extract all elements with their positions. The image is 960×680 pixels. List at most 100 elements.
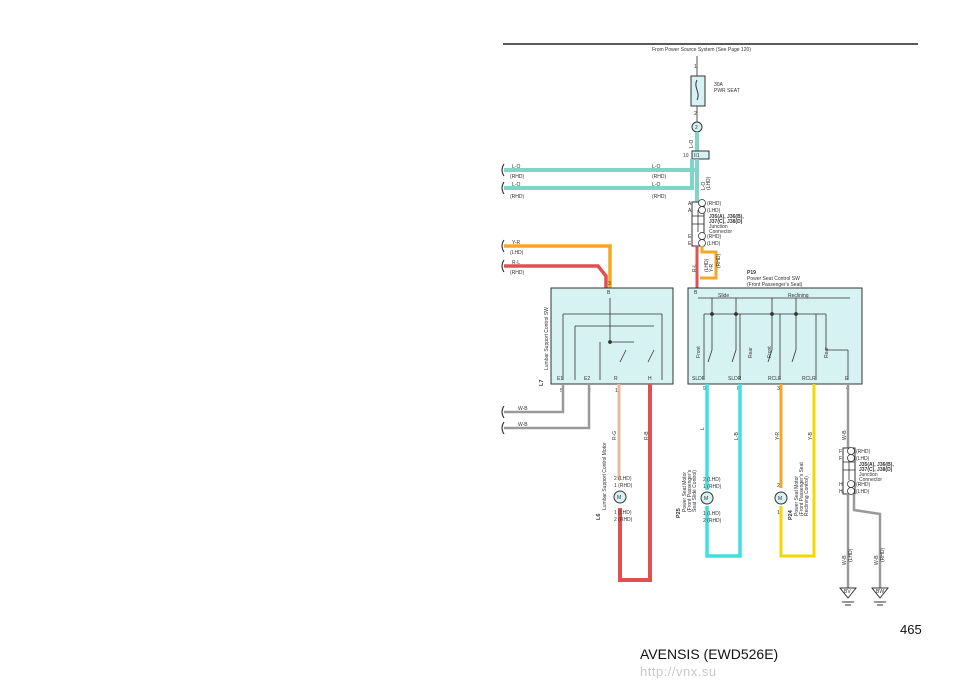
jb-name-2: J37(C), J38(D)	[859, 467, 893, 473]
p25-name-3: Seat Slide Control)	[692, 470, 698, 512]
p19-reclining-label: Reclining	[788, 293, 809, 299]
jb-pin-h2: H	[839, 489, 843, 495]
l6-pin-2: 1 (RHD)	[614, 483, 633, 489]
p19-switch-contacts	[703, 298, 849, 380]
l6-pin-4: 2 (RHD)	[614, 517, 633, 523]
jb-tag-1: (RHD)	[856, 449, 870, 455]
p19-pin-b: B	[694, 290, 698, 296]
ground-bv-icon	[838, 587, 858, 606]
jb-pin-f2: F	[839, 456, 842, 462]
ground-bw-label: BW	[876, 589, 884, 595]
p19-front-2: Front	[767, 346, 773, 358]
wire-wb-tag-rhd: (RHD)	[880, 548, 886, 562]
wire-lb	[705, 384, 742, 558]
watermark: http://vnx.su	[640, 664, 717, 679]
l6-pin-3: 1 (LHD)	[614, 510, 632, 516]
l6-motor-icon	[613, 490, 627, 504]
jt-tag-2: (LHD)	[707, 208, 721, 214]
wire-rl-label-2: R-L	[512, 260, 520, 266]
jt-desc-2: Connector	[709, 229, 732, 235]
l6-motor-m: M	[617, 495, 621, 501]
wire-l-label: L	[700, 427, 706, 430]
wire-rb	[618, 384, 652, 582]
l7-pin-h: H	[648, 376, 652, 382]
wire-lo-rhd-2	[504, 159, 694, 190]
jt-tag-1: (RHD)	[707, 201, 721, 207]
wire-yr-tag: (RHD)	[716, 254, 722, 268]
wire-lb-label: L-B	[734, 432, 740, 440]
wire-wb-label-1: W-B	[518, 406, 528, 412]
connector-ii1-label: II1	[694, 153, 700, 159]
p25-name-1: Power Seat Motor	[682, 472, 688, 512]
l7-lumbar-support-control-sw	[550, 287, 674, 385]
p19-name-1: Power Seat Control SW	[747, 276, 800, 282]
wire-rb-label: R-B	[644, 431, 650, 440]
fuse-30a-pwr-seat	[690, 75, 706, 107]
wire-rl-tag: (LHD)	[704, 258, 710, 272]
p19-rear-1: Rear	[748, 347, 754, 358]
wire-rl-tag-2: (RHD)	[510, 270, 524, 276]
connector-ii1	[691, 150, 710, 160]
p19-front-1: Front	[696, 346, 702, 358]
jb-desc-2: Connector	[859, 477, 882, 483]
l6-code: L6	[596, 514, 602, 520]
wire-lo-label-6: L-O	[652, 182, 660, 188]
p25-name-2: (Front Passenger's	[687, 469, 693, 512]
jt-pin-e2: E	[688, 241, 692, 247]
p19-num-9: 9	[703, 386, 706, 392]
l7-num-3: 3	[608, 281, 611, 287]
jb-name-1: J35(A), J36(B),	[859, 462, 894, 468]
wire-wb-label-4: W-B	[842, 555, 848, 565]
fuse-name: PWR SEAT	[714, 88, 740, 94]
p24-pin-1: 1	[777, 510, 780, 516]
wire-lo-rhd-1	[504, 159, 699, 172]
wire-wb-label-2: W-B	[518, 422, 528, 428]
jb-tag-4: (LHD)	[856, 489, 870, 495]
l7-num-1: 1	[615, 388, 618, 394]
p24-name-2: (Front Passenger's Seat	[799, 462, 805, 516]
wire-lo-label-1: L-O	[689, 140, 695, 148]
jt-name-1: J35(A), J36(B),	[709, 214, 744, 220]
wire-rl-to-l7	[504, 264, 608, 288]
l6-name: Lumbar Support Control Motor	[602, 442, 608, 510]
wire-lo-tag-rhd-4: (RHD)	[652, 194, 666, 200]
l7-pin-b: B	[607, 290, 611, 296]
wire-wb-ground-bw	[852, 494, 882, 588]
wire-yr-to-p19	[700, 246, 718, 280]
connector-2-label: 2	[695, 125, 698, 131]
wire-rl-label-1: R-L	[692, 264, 698, 272]
p24-motor-icon	[774, 491, 788, 505]
jt-pin-e1: E	[688, 234, 692, 240]
p25-pin-4: 2 (RHD)	[703, 518, 722, 524]
jt-name-2: J37(C), J38(D)	[709, 219, 743, 225]
jb-desc-1: Junction	[859, 472, 878, 478]
page-number: 465	[900, 622, 922, 637]
wire-yr-label-1: Y-R	[709, 263, 715, 272]
ground-bv-label: BV	[844, 589, 851, 595]
p19-name-2: (Front Passenger's Seat)	[747, 282, 803, 288]
p25-code: P25	[676, 508, 682, 518]
p24-code: P24	[788, 509, 794, 520]
p25-pin-2: 1 (RHD)	[703, 484, 722, 490]
jt-pin-a2: A	[688, 208, 692, 214]
manual-title: AVENSIS (EWD526E)	[640, 646, 779, 662]
fuse-pin-top: 1	[694, 64, 697, 70]
jt-tag-3: (RHD)	[707, 234, 721, 240]
wire-wb-tag-lhd: (LHD)	[848, 548, 854, 562]
fuse-pin-bottom: 2	[694, 111, 697, 117]
p25-pin-3: 1 (LHD)	[703, 511, 721, 517]
p25-motor-m: M	[704, 496, 708, 502]
wire-lo-label-5: L-O	[512, 182, 520, 188]
wire-yb-label: Y-B	[808, 431, 814, 440]
wire-rg-label: R-G	[612, 431, 618, 440]
wire-wb-l7-e2	[504, 384, 591, 430]
l7-switch-contacts	[562, 298, 663, 380]
p19-pin-sldr: SLDR	[728, 376, 742, 382]
wire-lo-label-3: L-O	[512, 164, 520, 170]
wire-lo-label-4: L-O	[652, 164, 660, 170]
jt-pin-a1: A	[688, 201, 692, 207]
p19-pin-sldf: SLDF	[692, 376, 705, 382]
l7-pin-e2: E2	[584, 376, 590, 382]
wire-yr-label-2: Y-R	[512, 240, 521, 246]
